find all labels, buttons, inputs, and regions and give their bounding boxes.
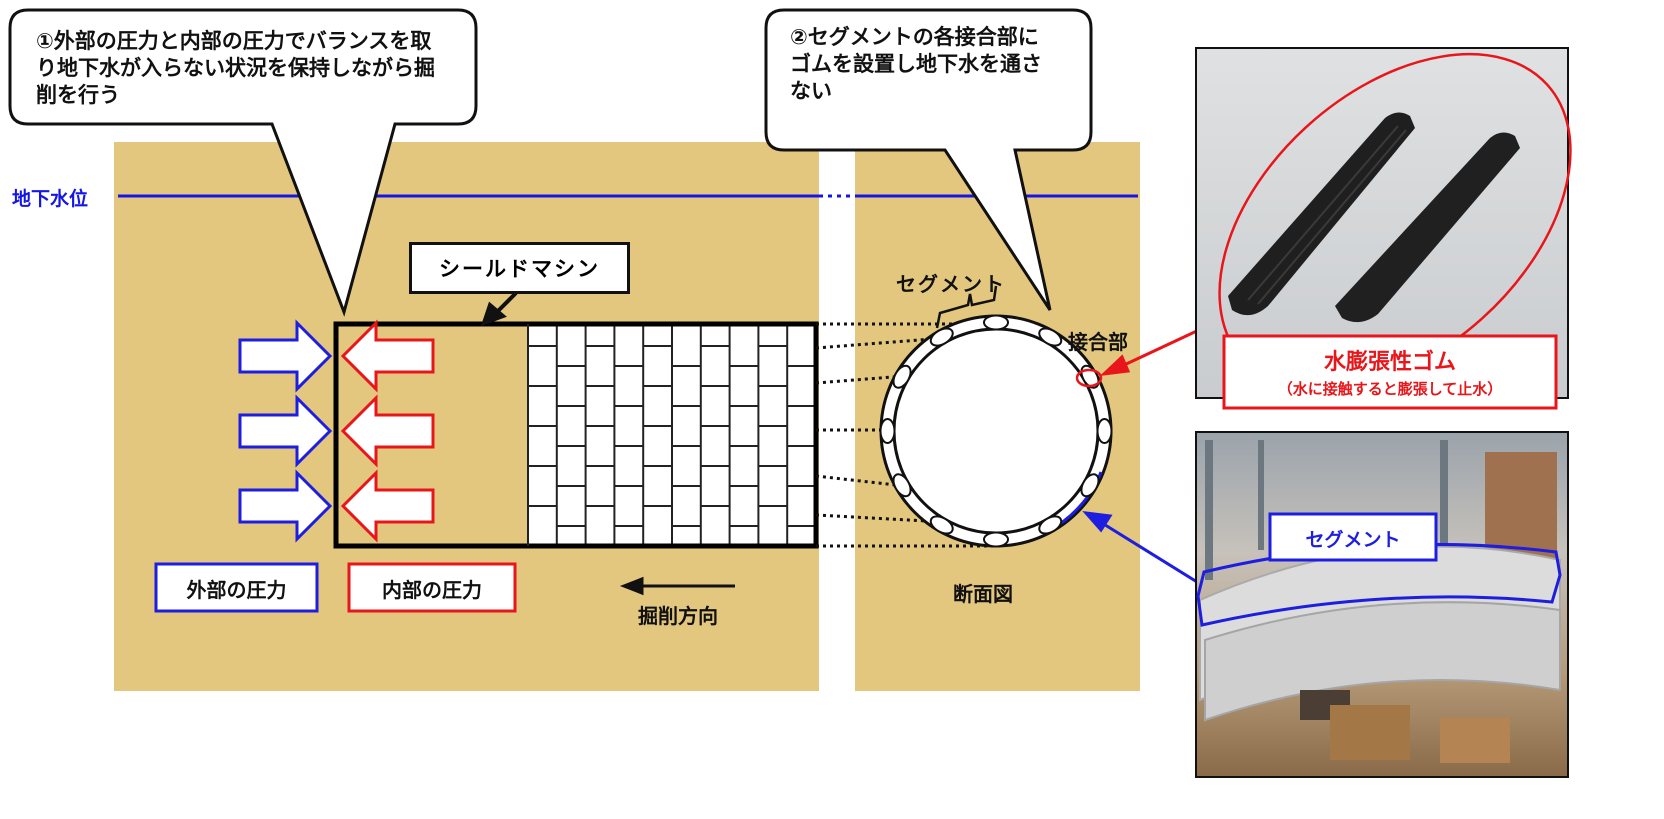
joint-highlight bbox=[1075, 368, 1103, 388]
segment-photo bbox=[1195, 431, 1569, 778]
internal-arrow-1 bbox=[340, 319, 435, 393]
segment-label: セグメント bbox=[896, 272, 1006, 296]
ring-joint bbox=[1080, 473, 1100, 498]
ring-joint bbox=[892, 364, 912, 389]
ring-joint bbox=[879, 418, 896, 444]
segment-joints bbox=[528, 324, 816, 546]
ring-joint bbox=[1038, 327, 1063, 347]
callout-left-text: ①外部の圧力と内部の圧力でバランスを取り地下水が入らない状況を保持しながら掘削を… bbox=[36, 29, 435, 107]
external-pressure-arrows bbox=[238, 319, 333, 543]
rubber-title: 水膨張性ゴム bbox=[1323, 350, 1456, 375]
rubber-strip-2 bbox=[1335, 132, 1520, 323]
joint-label: 接合部 bbox=[1068, 330, 1128, 354]
ring-joints bbox=[879, 314, 1113, 548]
external-arrow-3 bbox=[238, 469, 333, 543]
internal-pressure-box bbox=[347, 562, 517, 613]
external-pressure-label: 外部の圧力 bbox=[186, 578, 287, 602]
shield-label-pointer bbox=[480, 291, 518, 327]
internal-arrow-3 bbox=[340, 469, 435, 543]
internal-pressure-label: 内部の圧力 bbox=[382, 578, 482, 602]
ring-joint bbox=[1096, 418, 1113, 444]
excavation-arrow bbox=[619, 576, 735, 596]
ring-joint bbox=[983, 314, 1009, 331]
ring-joint bbox=[929, 327, 954, 347]
internal-arrow-2 bbox=[340, 394, 435, 468]
shield-machine-label: シールドマシン bbox=[409, 242, 630, 294]
external-pressure-box bbox=[154, 562, 319, 613]
rubber-photo bbox=[1195, 47, 1572, 410]
callout-right-balloon bbox=[764, 8, 1093, 311]
segment-brace bbox=[935, 285, 998, 329]
callout-left-balloon bbox=[8, 8, 478, 317]
rubber-note: （水に接触すると膨張して止水） bbox=[1277, 380, 1503, 398]
external-arrow-2 bbox=[238, 394, 333, 468]
ring-joint bbox=[1038, 515, 1063, 535]
rubber-label-box bbox=[1222, 334, 1558, 410]
callout-right-text: ②セグメントの各接合部にゴムを設置し地下水を通さない bbox=[790, 25, 1042, 103]
external-arrow-1 bbox=[238, 319, 333, 393]
cross-section-label: 断面図 bbox=[953, 582, 1013, 606]
ring-joint bbox=[929, 515, 954, 535]
segment-photo-label: セグメント bbox=[1305, 529, 1401, 551]
shield-machine-body bbox=[333, 321, 819, 549]
ring-joint bbox=[892, 473, 912, 498]
segment-photo-label-box bbox=[1268, 512, 1438, 562]
ring-joint bbox=[983, 531, 1009, 548]
groundwater-level-label: 地下水位 bbox=[12, 188, 89, 210]
segment-ring bbox=[879, 314, 1113, 548]
excavation-direction-label: 掘削方向 bbox=[638, 604, 718, 628]
segment-pointer bbox=[1082, 511, 1211, 592]
internal-pressure-arrows bbox=[340, 319, 435, 543]
